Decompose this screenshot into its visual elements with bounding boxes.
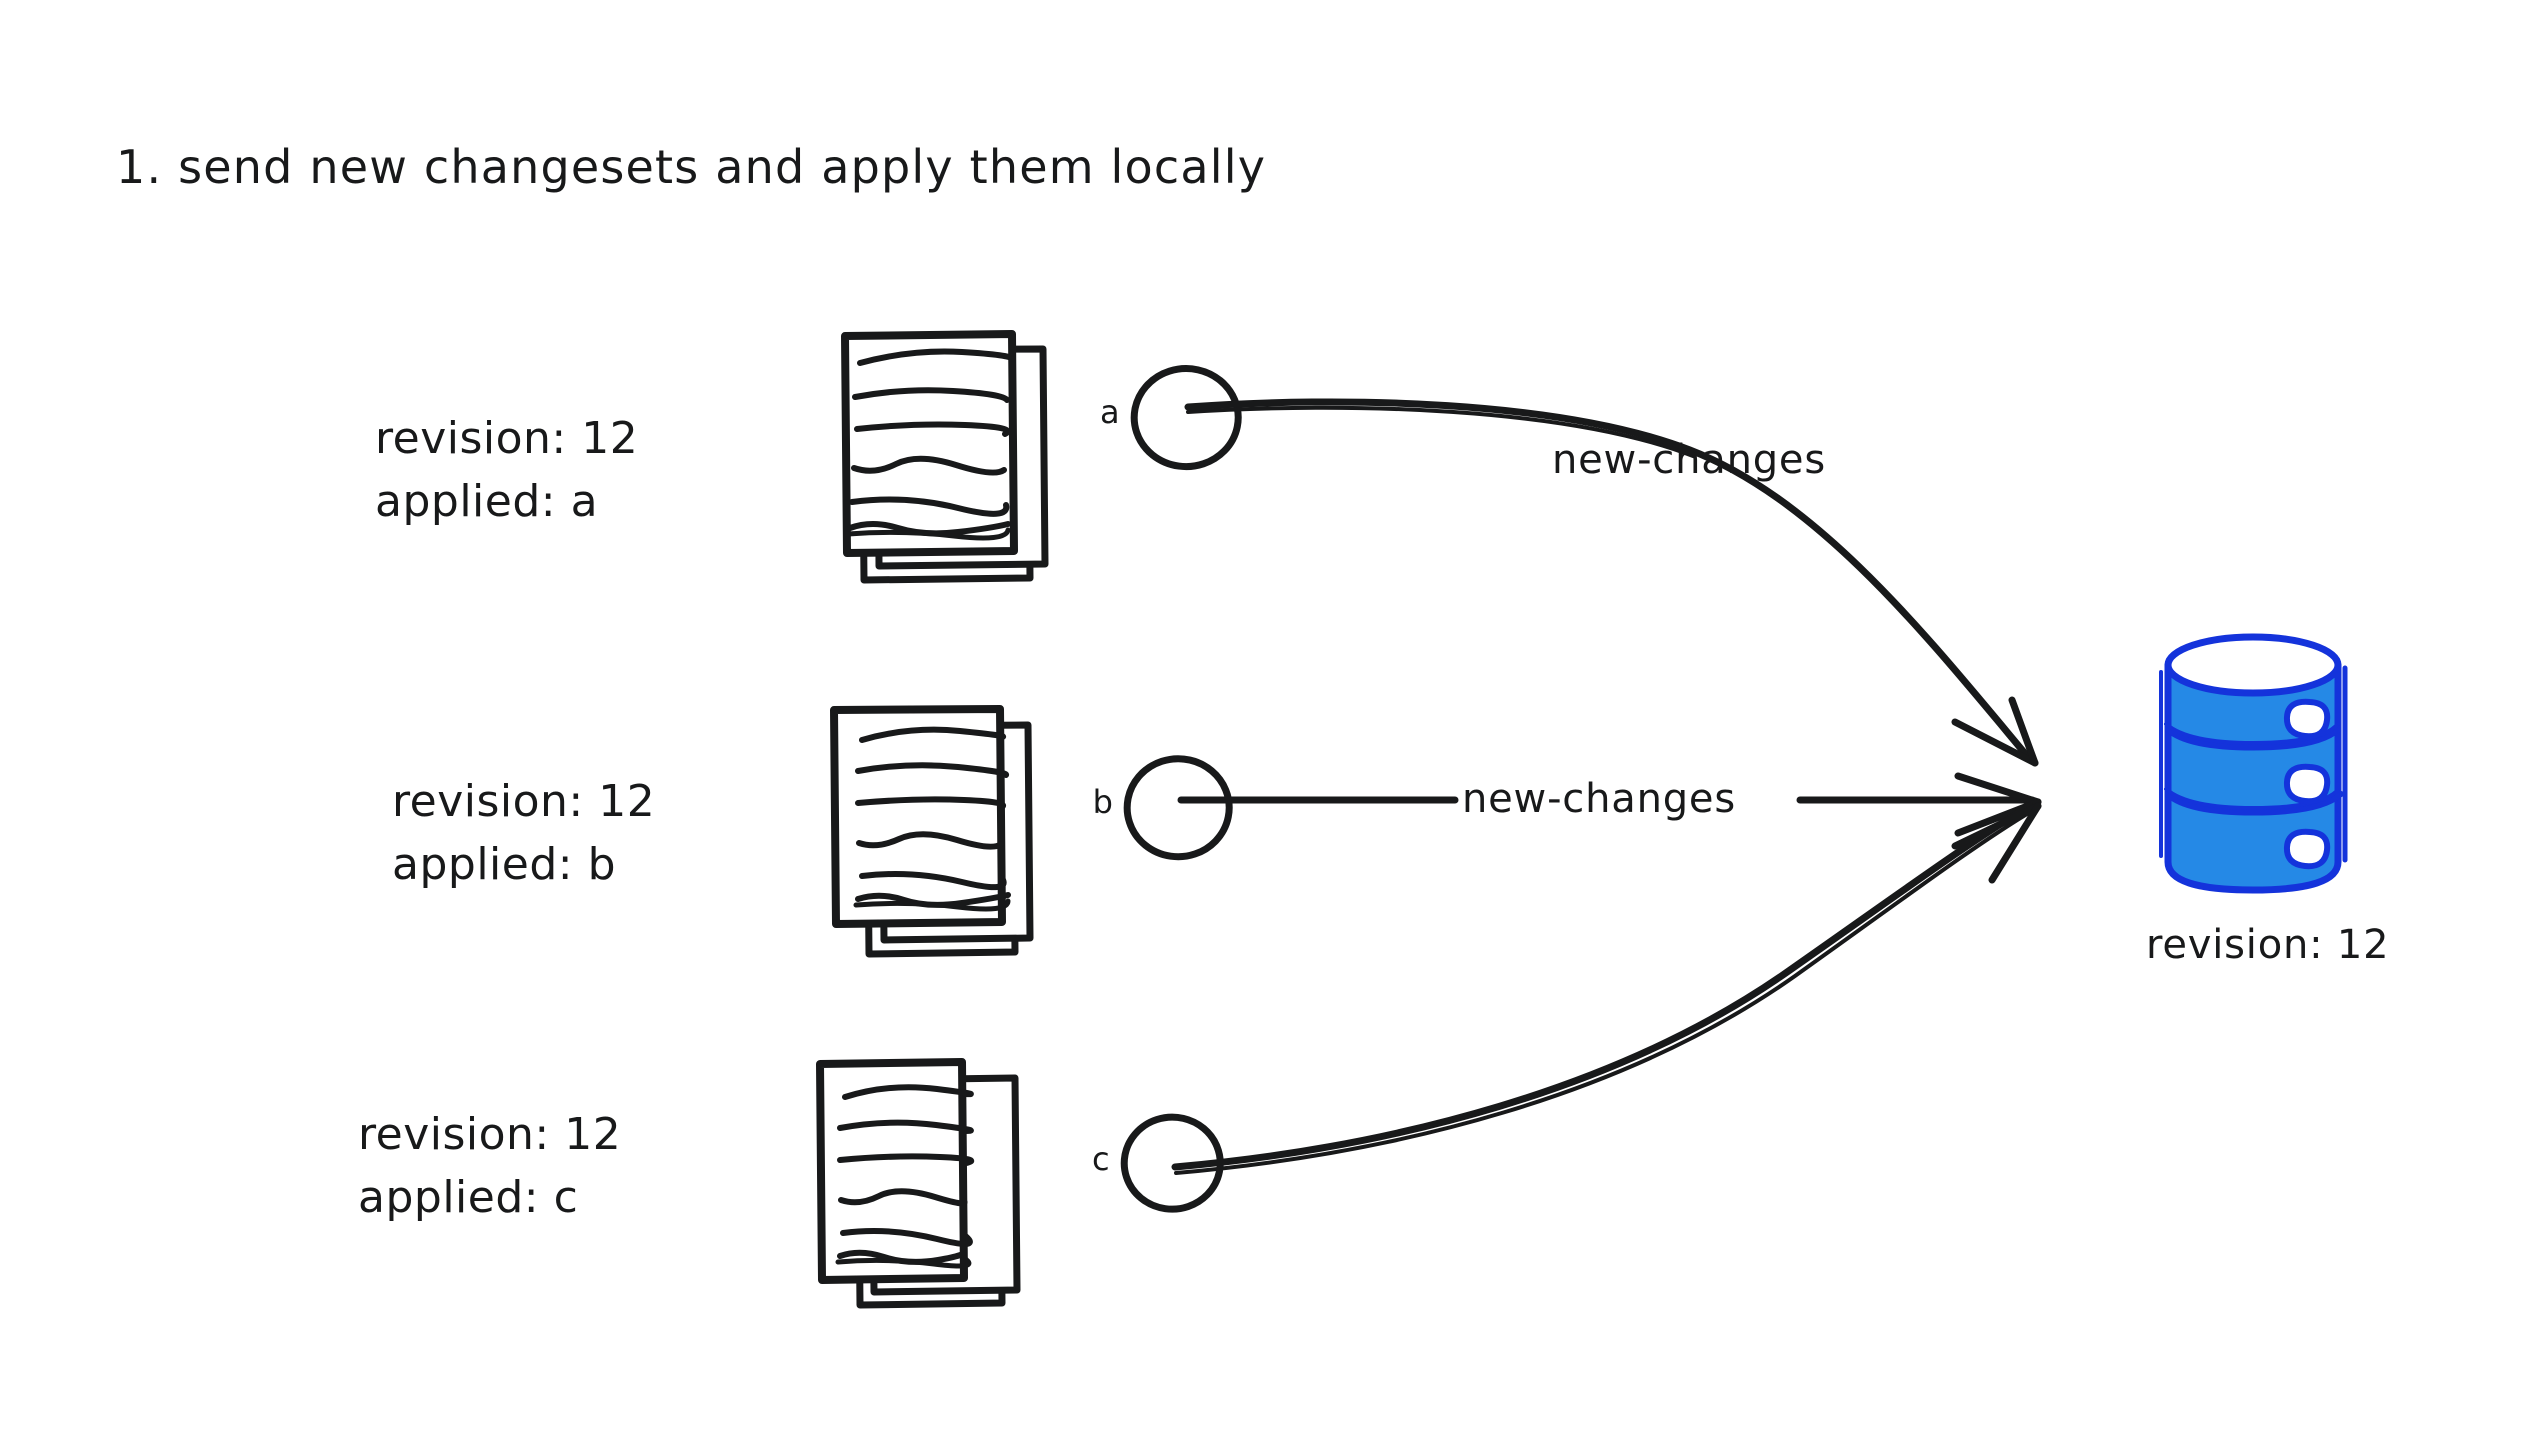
node-letter-b: b	[1092, 783, 1114, 821]
node-letter-c: c	[1091, 1140, 1111, 1178]
edge-c-to-database	[1171, 802, 2042, 1175]
document-stack-icon-c	[816, 1058, 1021, 1309]
edge-label-b: new-changes	[1462, 776, 1736, 822]
replica-c-applied-label: applied: c	[358, 1172, 579, 1223]
page-title: 1. send new changesets and apply them lo…	[116, 140, 1267, 194]
edge-label-a: new-changes	[1552, 437, 1826, 483]
node-circle-a	[1130, 365, 1242, 471]
document-stack-icon-a	[841, 330, 1049, 584]
node-circle-b	[1123, 755, 1233, 861]
database-revision-label: revision: 12	[2146, 922, 2390, 968]
node-letter-a: a	[1099, 393, 1121, 431]
replica-a-revision-label: revision: 12	[375, 413, 639, 464]
replica-a-applied-label: applied: a	[375, 476, 599, 527]
document-stack-icon-b	[830, 705, 1034, 958]
replica-b-revision-label: revision: 12	[392, 776, 656, 827]
edge-a-to-database	[1184, 398, 2039, 767]
replica-b-applied-label: applied: b	[392, 839, 617, 890]
database-cylinder-icon	[2159, 633, 2348, 894]
replica-c-revision-label: revision: 12	[358, 1109, 622, 1160]
